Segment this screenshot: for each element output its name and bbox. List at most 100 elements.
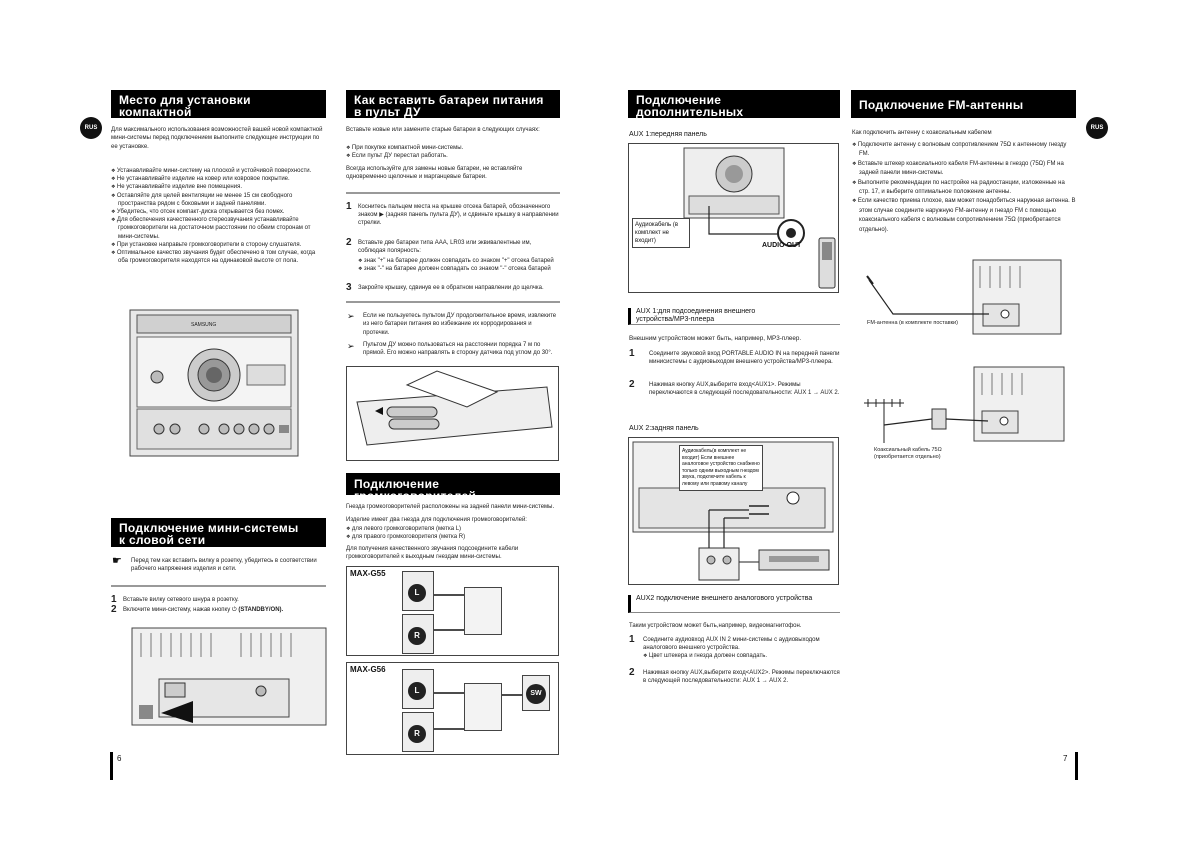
power-step-2-text: Включите мини-систему, нажав кнопку: [123, 607, 231, 613]
placement-bullet: Для обеспечения качественного стереозвуч…: [111, 216, 326, 241]
aux2-step-1-bullets: Цвет штекера и гнезда должен совпадать.: [643, 652, 839, 660]
aux1-subheader: AUX 1:для подсоединения внешнего устройс…: [628, 308, 840, 325]
placement-title: Место для установки компактной мини-сист…: [111, 90, 326, 130]
coax-cable-label: Коаксиальный кабель 75Ω (приобретается о…: [874, 447, 942, 461]
placement-bullet: Убедитесь, что отсек компакт-диска откры…: [111, 208, 326, 216]
aux1-cable-label: Аудиокабель (в комплект не входит): [632, 218, 690, 248]
polarity-bullet: знак "-" на батарее должен совпадать со …: [358, 265, 560, 273]
outdoor-antenna-diagram: Коаксиальный кабель 75Ω (приобретается о…: [858, 365, 1068, 465]
aux2-step-2-text: Нажимая кнопку AUX,выберите вход<AUX2>. …: [643, 670, 840, 684]
aux2-rear-diagram: Аудиокабель(в комплект не входит) Если в…: [628, 437, 839, 585]
speakers-p1: Гнезда громкоговорителей расположены на …: [346, 504, 555, 510]
battery-title-line2: в пульт ДУ: [354, 105, 421, 119]
page-number-right: 7: [1063, 754, 1068, 763]
aux2-callout: Аудиокабель(в комплект не входит) Если в…: [679, 445, 763, 491]
fm-antenna-diagram: FM-антенна (в комплекте поставки): [855, 258, 1065, 338]
battery-bullet: При покупке компактной мини-системы.: [346, 144, 560, 152]
aux1-intro: Внешним устройством может быть, например…: [629, 335, 802, 342]
polarity-bullet: знак "+" на батарее должен совпадать со …: [358, 257, 560, 265]
fm-intro: Как подключить антенну с коаксиальным ка…: [852, 130, 992, 136]
rus-badge-left: RUS: [80, 117, 102, 139]
battery-step-3-text: Закройте крышку, сдвинув ее в обратном н…: [358, 285, 544, 291]
aux2-bullet: Цвет штекера и гнезда должен совпадать.: [643, 652, 839, 660]
aux2-label: AUX 2:задняя панель: [629, 425, 699, 432]
standby-label: (STANDBY/ON).: [238, 607, 284, 613]
placement-bullet: Не устанавливайте изделие на ковер или к…: [111, 175, 326, 183]
speaker-right-badge: R: [408, 627, 426, 645]
battery-bullet: Если пульт ДУ перестал работать.: [346, 152, 560, 160]
fm-title: Подключение FM-антенны: [851, 90, 1076, 118]
subwoofer-badge: SW: [526, 684, 546, 704]
battery-step-1-text: Коснитесь пальцем места на крышке отсека…: [358, 204, 559, 226]
coax-label-line2: (приобретается отдельно): [874, 454, 941, 460]
placement-bullet: При установке направьте громкоговорители…: [111, 241, 326, 249]
placement-bullets: Устанавливайте мини-систему на плоской и…: [111, 167, 326, 265]
battery-step-2-text: Вставьте две батареи типа AAA, LR03 или …: [358, 240, 532, 254]
placement-intro: Для максимального использования возможно…: [111, 127, 323, 150]
speakers-p2: Изделие имеет два гнезда для подключения…: [346, 517, 527, 523]
placement-bullet: Не устанавливайте изделие вне помещения.: [111, 183, 326, 191]
power-note: Перед тем как вставить вилку в розетку, …: [131, 558, 317, 573]
power-icon: ⏻: [231, 607, 237, 613]
max-g56-diagram: MAX-G56 L R SW: [346, 662, 559, 755]
speaker-jack-panel: [464, 683, 502, 731]
note-arrow-icon: ➢: [347, 341, 355, 351]
speaker-left: L: [402, 571, 434, 611]
aux2-subheader: AUX2 подключение внешнего аналогового ус…: [628, 595, 840, 613]
battery-title: Как вставить батареи питания в пульт ДУ: [346, 90, 560, 118]
divider: [111, 585, 326, 587]
coax-label-line1: Коаксиальный кабель 75Ω: [874, 447, 942, 453]
battery-intro: Вставьте новые или замените старые батар…: [346, 127, 540, 133]
speaker-left-badge: L: [408, 682, 426, 700]
aux1-label: AUX 1:передняя панель: [629, 131, 707, 138]
speaker-right-badge: R: [408, 725, 426, 743]
speakers-p3: Для получения качественного звучания под…: [346, 546, 519, 561]
power-title-line1: Подключение мини-системы: [119, 521, 299, 535]
mini-system-front-illustration: SAMSUNG: [129, 309, 299, 457]
fm-antenna-label: FM-антенна (в комплекте поставки): [867, 320, 958, 326]
mini-system-rear-illustration: [131, 627, 327, 726]
page-number-left: 6: [117, 754, 122, 763]
aux2-intro: Таким устройством может быть,например, в…: [629, 623, 802, 629]
fm-bullet: Подключите антенну с волновым сопротивле…: [852, 141, 1077, 160]
max-g55-label: MAX-G55: [350, 569, 386, 578]
speaker-right: R: [402, 614, 434, 654]
aux1-sub-line2: устройства/MP3-плеера: [636, 316, 715, 323]
power-title: Подключение мини-системы к словой сети: [111, 518, 326, 547]
speakers-bullet: для левого громкоговорителя (метка L): [346, 525, 560, 533]
placement-title-line2: мини-системы: [119, 117, 210, 131]
speaker-left: L: [402, 669, 434, 709]
aux1-front-diagram: Аудиокабель (в комплект не входит) AUDIO…: [628, 143, 839, 293]
speakers-bullet: для правого громкоговорителя (метка R): [346, 533, 560, 541]
subwoofer: SW: [522, 675, 550, 711]
fm-bullet: Если качество приема плохое, вам может п…: [852, 197, 1077, 235]
battery-title-line1: Как вставить батареи питания: [354, 93, 544, 107]
battery-advice: Всегда используйте для замены новые бата…: [346, 166, 523, 181]
fm-bullet: Вставьте штекер коаксиального кабеля FM-…: [852, 160, 1077, 179]
fm-bullets: Подключите антенну с волновым сопротивле…: [852, 141, 1077, 235]
note-arrow-icon: ➢: [347, 311, 355, 321]
placement-bullet: Оптимальное качество звучания будет обес…: [111, 249, 326, 265]
power-title-line2: к словой сети: [119, 533, 206, 547]
speakers-bullets: для левого громкоговорителя (метка L) дл…: [346, 525, 560, 541]
battery-note-1: Если не пользуетесь пультом ДУ продолжит…: [363, 313, 557, 336]
placement-title-line1: Место для установки компактной: [119, 93, 251, 119]
speaker-left-badge: L: [408, 584, 426, 602]
svg-text:SAMSUNG: SAMSUNG: [191, 322, 216, 328]
fm-bullet: Выполните рекомендации по настройке на р…: [852, 179, 1077, 198]
hand-note-icon: ☛: [112, 555, 122, 567]
max-g55-diagram: MAX-G55 L R: [346, 566, 559, 656]
aux-title: Подключение дополнительных устройств: [628, 90, 840, 130]
speakers-title: Подключение громкоговорителей: [346, 473, 560, 502]
battery-note-2: Пультом ДУ можно пользоваться на расстоя…: [363, 342, 553, 357]
aux2-step-1-text: Соедините аудиовход AUX IN 2 мини-систем…: [643, 637, 820, 651]
placement-bullet: Оставляйте для целей вентиляции не менее…: [111, 192, 326, 208]
aux-title-line1: Подключение дополнительных: [636, 93, 744, 119]
aux1-step-1-text: Соедините звуковой вход PORTABLE AUDIO I…: [649, 351, 840, 365]
